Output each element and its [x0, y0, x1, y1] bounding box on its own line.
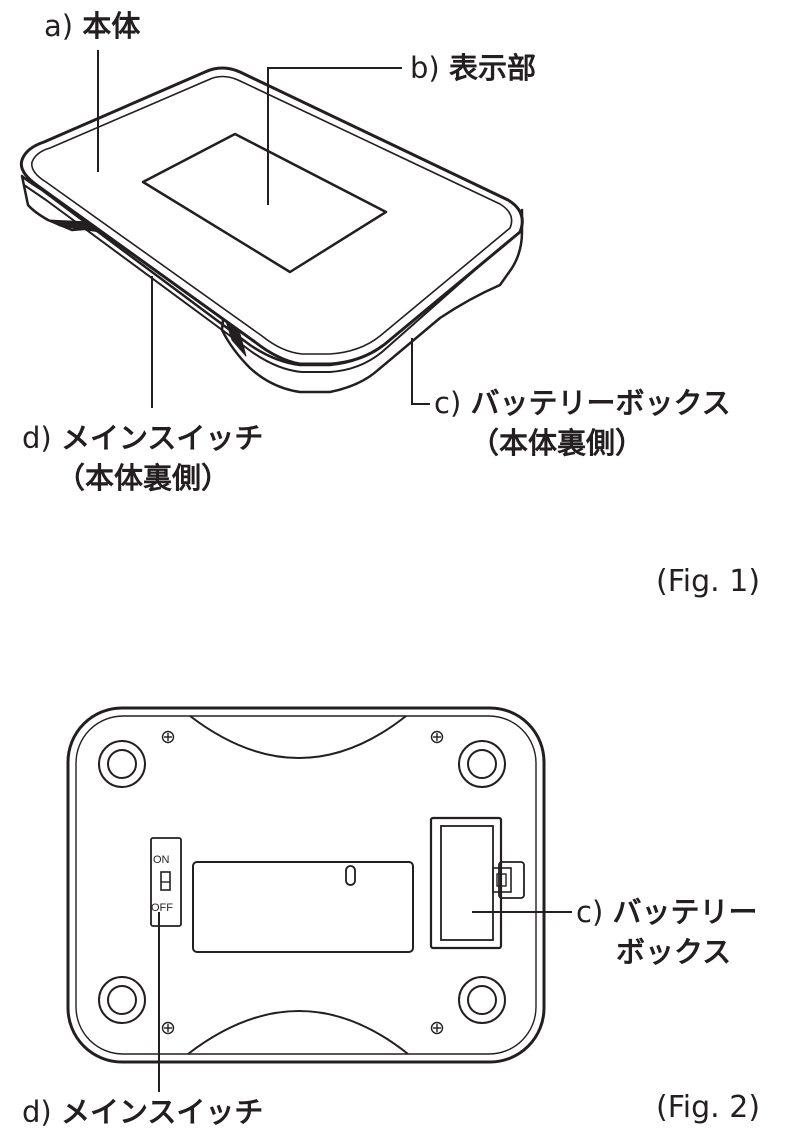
rubber-foot-br [458, 976, 506, 1024]
bottom-recess-arc [187, 1010, 409, 1055]
fig1-leader-lines [97, 50, 430, 408]
label-plate [192, 861, 414, 953]
rubber-foot-tr [458, 740, 506, 788]
rubber-foot-tl [98, 740, 146, 788]
label-d-text: メインスイッチ [60, 421, 264, 455]
switch-off-text: OFF [151, 902, 173, 914]
label-c-sub-text: （本体裏側） [470, 426, 645, 460]
fig2-label-c-line2: ボックス [616, 935, 732, 969]
switch-on-text: ON [153, 854, 170, 866]
label-d-sub: （本体裏側） [56, 460, 230, 496]
main-switch-slider [160, 871, 171, 891]
fig2-label-c-battery-box: c) バッテリー [576, 894, 758, 930]
label-c-text: バッテリーボックス [470, 386, 731, 420]
fig2-caption: (Fig. 2) [656, 1090, 761, 1125]
fig2-drawing [66, 706, 572, 1092]
scale-top-plate-edge [30, 75, 513, 355]
fig2-label-c-line2-wrap: ボックス [616, 934, 731, 970]
label-b-text: 表示部 [448, 51, 536, 85]
display-window [141, 132, 388, 274]
fig1-caption: (Fig. 1) [656, 564, 761, 599]
label-d-main-switch: d) メインスイッチ [22, 420, 263, 456]
rubber-foot-bl [98, 976, 146, 1024]
label-d-prefix: d) [22, 421, 52, 455]
label-b-display: b) 表示部 [410, 50, 536, 86]
screw-br [430, 1021, 444, 1035]
label-a-prefix: a) [44, 9, 74, 43]
label-c-battery-box: c) バッテリーボックス [434, 385, 731, 421]
battery-latch-inner [492, 867, 512, 893]
fig2-label-d-main-switch: d) メインスイッチ [22, 1094, 263, 1130]
battery-latch-knob [496, 873, 507, 887]
fig2-label-c-line1: バッテリー [612, 895, 758, 929]
fig2-label-c-prefix: c) [576, 895, 604, 929]
battery-latch [498, 861, 525, 899]
scale-side-band [23, 184, 519, 373]
label-a-text: 本体 [82, 9, 141, 43]
label-c-sub: （本体裏側） [470, 425, 644, 461]
fig2-label-d-text: メインスイッチ [60, 1095, 264, 1129]
base-inner-outline [75, 715, 537, 1055]
label-b-prefix: b) [410, 51, 440, 85]
screw-tl [161, 730, 175, 744]
main-switch-panel [150, 837, 182, 927]
fig2-label-d-prefix: d) [22, 1095, 52, 1129]
leader-c [411, 338, 430, 405]
battery-box-outer [429, 816, 503, 950]
screw-bl [161, 1021, 175, 1035]
label-c-prefix: c) [434, 386, 462, 420]
base-outline [66, 706, 546, 1064]
top-recess-arc [189, 715, 407, 759]
label-a-main-body: a) 本体 [44, 8, 140, 44]
label-hole [345, 865, 356, 886]
battery-box-inner [440, 825, 494, 941]
leader-b [267, 67, 402, 205]
label-d-sub-text: （本体裏側） [56, 461, 231, 495]
screw-tr [430, 730, 444, 744]
